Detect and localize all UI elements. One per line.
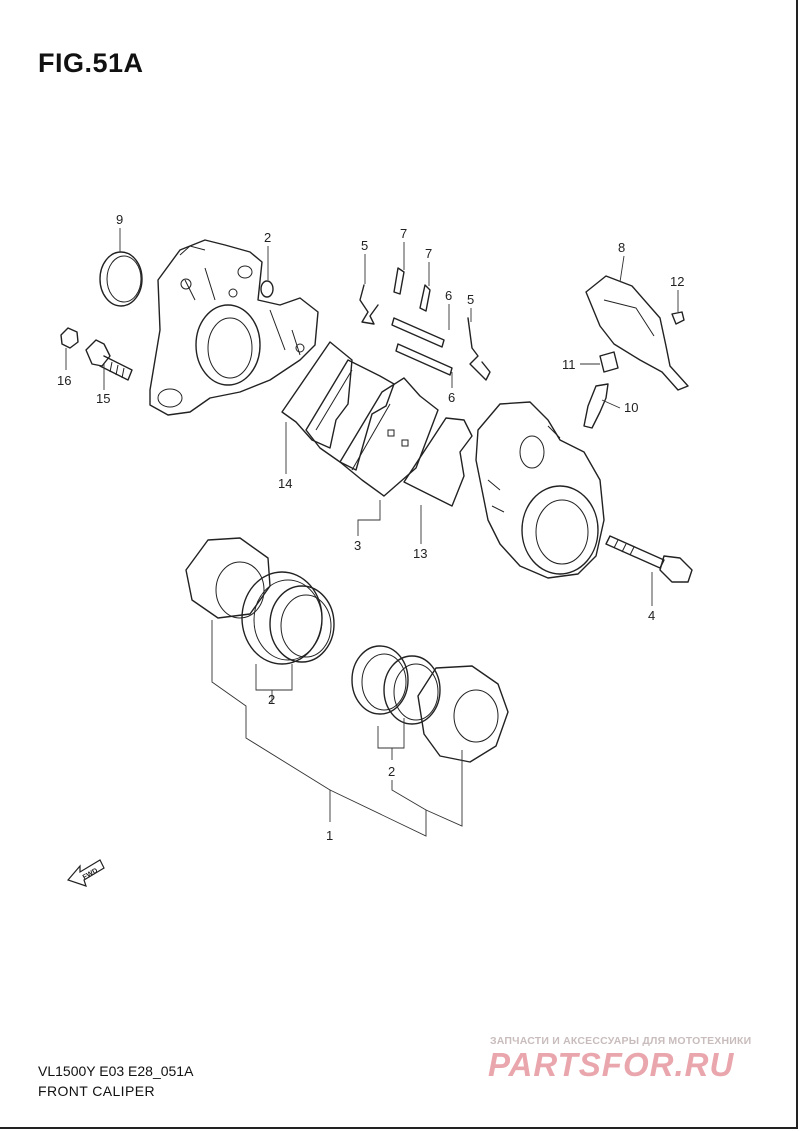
pad-spring-left <box>359 284 379 325</box>
piston-left <box>185 537 271 619</box>
callout-10: 10 <box>624 400 638 415</box>
brake-pad-inner <box>305 359 395 471</box>
pad-pin-clips <box>393 267 431 312</box>
fwd-arrow-icon: FWD <box>66 859 105 887</box>
callout-7-lower: 7 <box>425 246 432 261</box>
callout-2-left-seals: 2 <box>268 692 275 707</box>
cover-screw <box>671 311 685 325</box>
caliper-cover <box>585 275 689 391</box>
pad-pins <box>391 317 453 376</box>
model-code: VL1500Y E03 E28_051A <box>38 1063 194 1079</box>
callout-9: 9 <box>116 212 123 227</box>
bleeder-valve <box>583 383 609 429</box>
callout-1: 1 <box>326 828 333 843</box>
callout-15: 15 <box>96 391 110 406</box>
bleeder-cap <box>599 351 619 373</box>
callout-6-upper: 6 <box>445 288 452 303</box>
leader-lines <box>65 228 679 837</box>
callout-5-right: 5 <box>467 292 474 307</box>
callout-14: 14 <box>278 476 292 491</box>
piston-right <box>417 665 509 763</box>
seal-right-outer <box>351 645 409 715</box>
callout-12: 12 <box>670 274 684 289</box>
callout-13: 13 <box>413 546 427 561</box>
callout-2-right-seals: 2 <box>388 764 395 779</box>
watermark-logo: PARTSFOR.RU <box>488 1046 735 1083</box>
seal-right-inner <box>383 655 441 725</box>
callout-7-upper: 7 <box>400 226 407 241</box>
callout-3: 3 <box>354 538 361 553</box>
seal-left-inner <box>269 585 335 663</box>
caliper-body <box>475 401 605 579</box>
callout-16: 16 <box>57 373 71 388</box>
bracket-seal <box>260 280 274 298</box>
callout-labels: 9 2 16 15 5 7 7 6 5 6 8 12 11 10 14 3 13… <box>57 212 684 843</box>
outer-shim <box>403 417 473 507</box>
callout-4: 4 <box>648 608 655 623</box>
pad-spring-right <box>467 317 491 381</box>
callout-2-bracket: 2 <box>264 230 271 245</box>
pad-shim <box>281 341 353 449</box>
pin-bolt <box>85 339 133 381</box>
bolt-cap <box>60 327 79 349</box>
mounting-bolt <box>605 535 693 583</box>
callout-5-left: 5 <box>361 238 368 253</box>
callout-6-lower: 6 <box>448 390 455 405</box>
caliper-bracket <box>149 239 319 416</box>
seal-left-outer <box>241 571 323 665</box>
brake-pad-outer <box>339 377 439 497</box>
callout-11: 11 <box>562 357 576 372</box>
figure-title: FIG.51A <box>38 48 144 78</box>
figure-caption: FRONT CALIPER <box>38 1083 155 1099</box>
dust-cap <box>99 251 143 307</box>
callout-8: 8 <box>618 240 625 255</box>
watermark-tagline: ЗАПЧАСТИ И АКСЕССУАРЫ ДЛЯ МОТОТЕХНИКИ <box>490 1035 752 1047</box>
